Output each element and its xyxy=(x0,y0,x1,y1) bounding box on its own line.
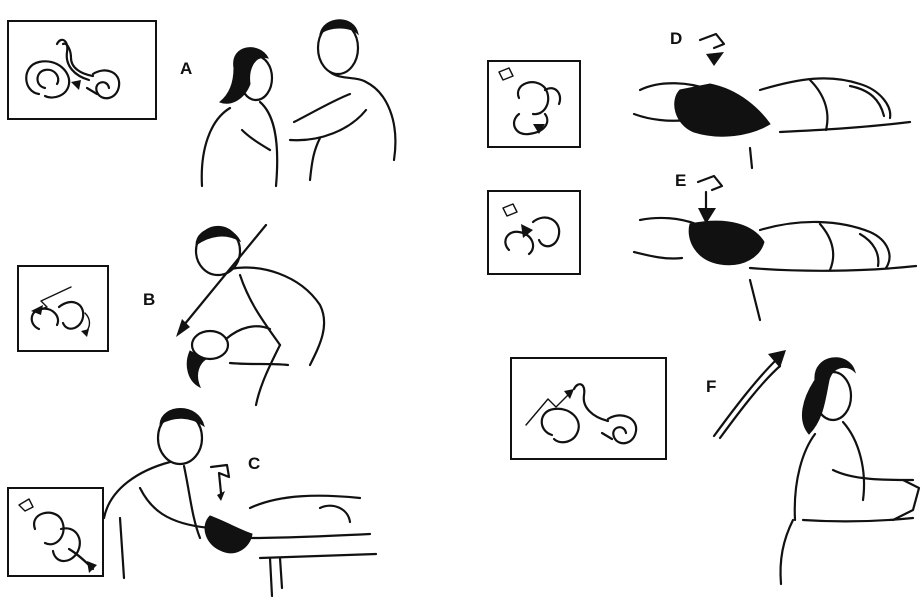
step-label-d: D xyxy=(670,30,682,47)
inner-ear-box-d xyxy=(487,60,581,148)
figure-c-patient-supine xyxy=(80,398,380,598)
figure-e-patient-face-down xyxy=(630,190,920,330)
figure-b-patient-reclined xyxy=(170,215,370,415)
figure-f-patient-sitting-up xyxy=(763,350,923,590)
inner-ear-icon xyxy=(489,62,583,150)
inner-ear-box-e xyxy=(487,190,581,275)
inner-ear-box-a xyxy=(7,20,157,120)
inner-ear-icon xyxy=(9,22,159,122)
inner-ear-icon xyxy=(512,359,669,462)
step-label-b: B xyxy=(143,291,155,308)
inner-ear-box-b xyxy=(17,265,109,352)
figure-a-clinician-turning-head xyxy=(190,10,430,190)
inner-ear-icon xyxy=(19,267,111,354)
figure-d-patient-head-turned xyxy=(630,60,920,170)
inner-ear-box-f xyxy=(510,357,667,460)
step-label-e: E xyxy=(675,172,686,189)
inner-ear-icon xyxy=(489,192,583,277)
